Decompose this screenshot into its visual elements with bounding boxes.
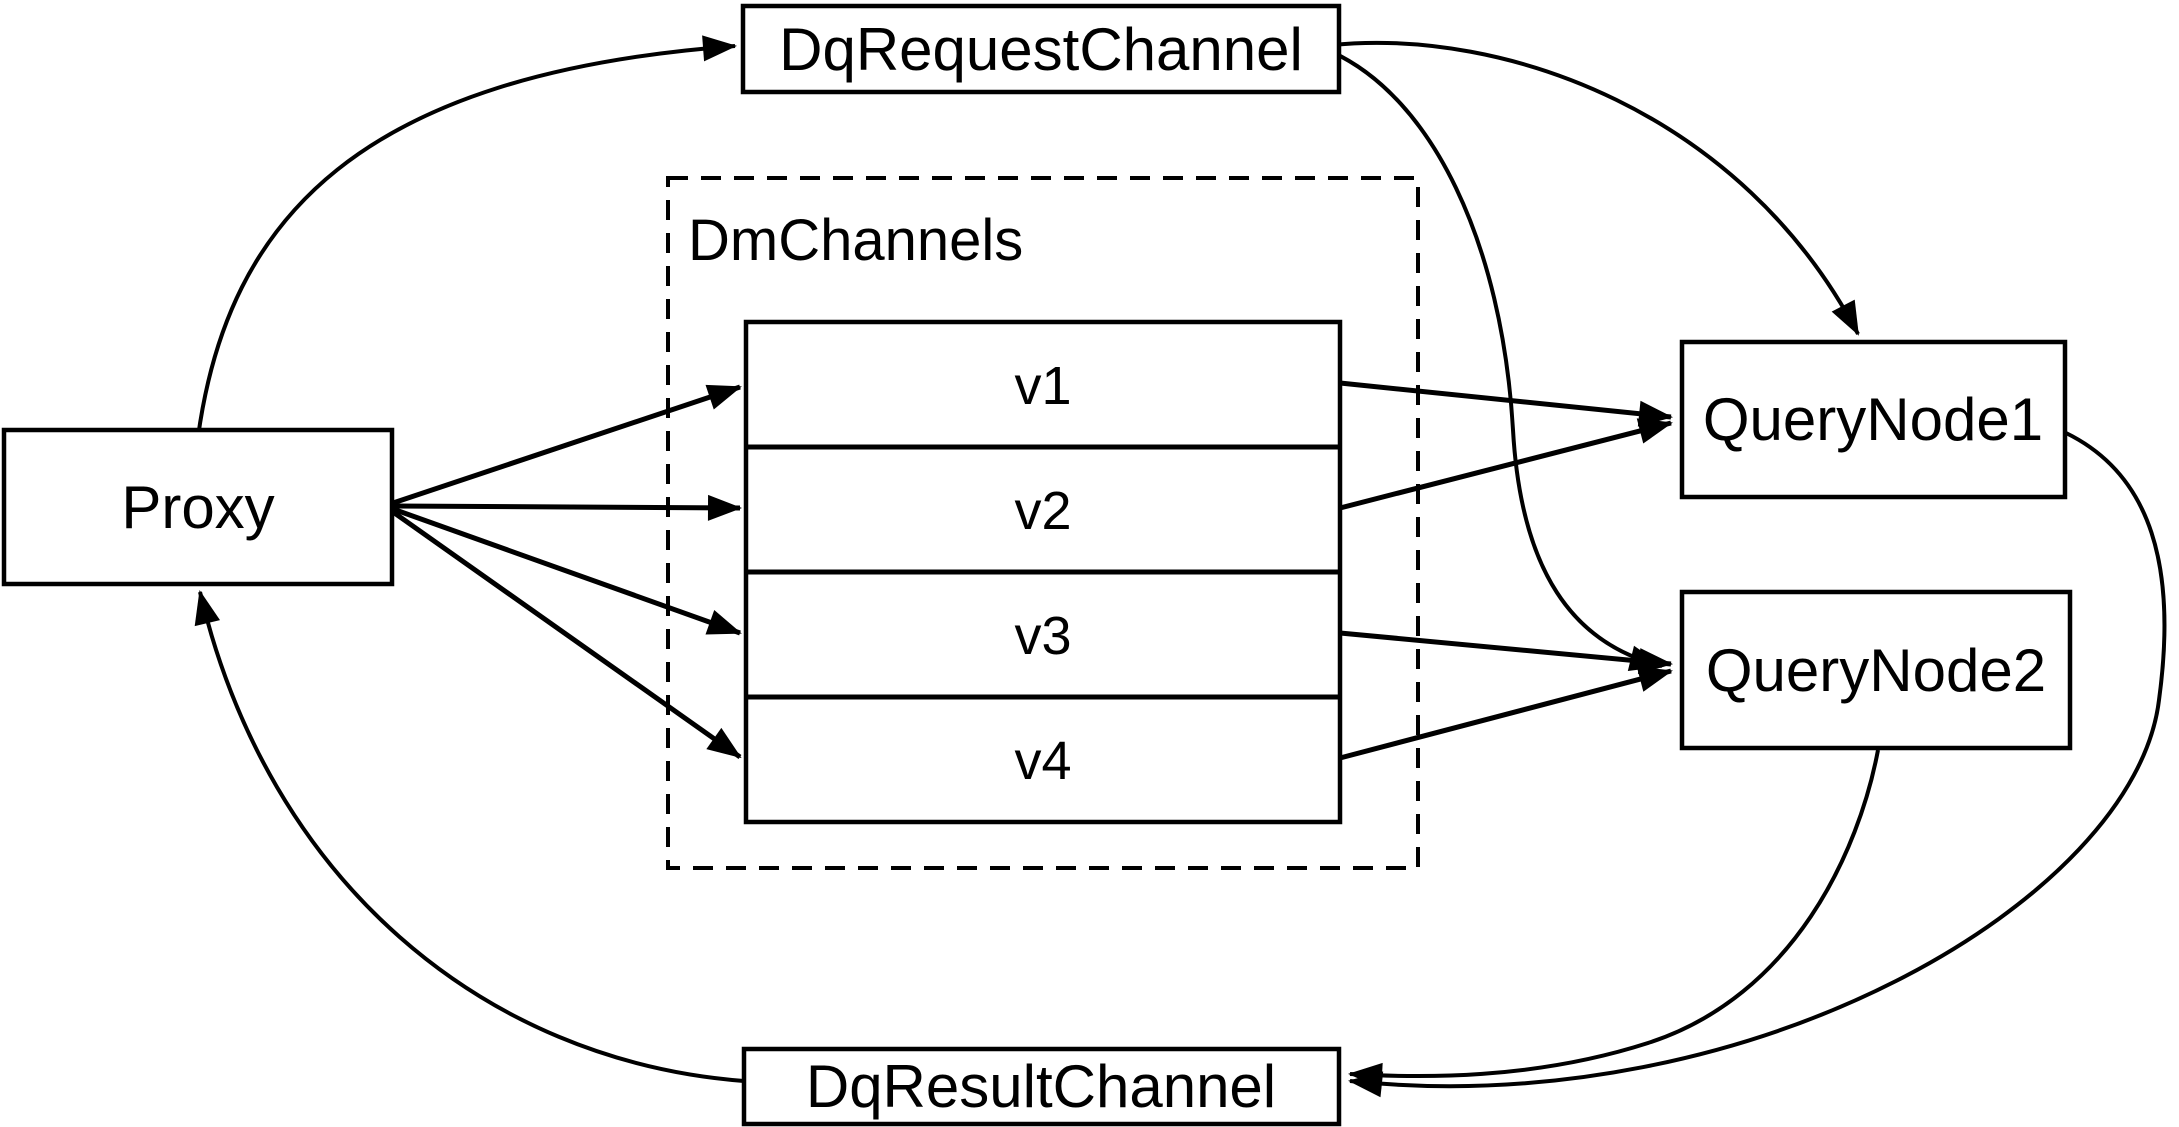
edge-dq-result-channel-to-proxy [194, 590, 745, 1083]
dq-result-channel-box [741, 1046, 1342, 1127]
channel-v2-label: v2 [1014, 481, 1071, 541]
edge-query-node-2-to-dq-result-channel [1348, 749, 1880, 1089]
channel-v4-label: v4 [1014, 731, 1071, 791]
edge-v3-to-query-node-2 [1339, 630, 1673, 674]
node-query-node-2: QueryNode2 [1679, 589, 2073, 751]
channel-stack: v1 v2 v3 v4 [743, 319, 1343, 825]
proxy-label: Proxy [121, 474, 274, 541]
dq-request-channel-label: DqRequestChannel [779, 16, 1303, 83]
edge-proxy-to-v4 [391, 509, 742, 760]
node-dq-result-channel: DqResultChannel [741, 1046, 1342, 1127]
edge-proxy-to-v2 [392, 494, 742, 521]
edge-proxy-to-v1 [392, 384, 742, 506]
channel-v3-label: v3 [1014, 606, 1071, 666]
dq-request-channel-box [740, 3, 1342, 95]
query-node-2-label: QueryNode2 [1706, 637, 2046, 704]
edge-dq-request-channel-to-query-node-1 [1331, 40, 1860, 336]
dq-result-channel-label: DqResultChannel [806, 1053, 1276, 1120]
edge-dq-request-channel-to-query-node-2 [1331, 50, 1664, 672]
edge-proxy-to-v3 [392, 506, 742, 636]
query-node-1-box [1679, 339, 2068, 500]
edge-proxy-to-dq-request-channel [196, 35, 737, 438]
edge-query-node-1-to-dq-result-channel [1348, 431, 2167, 1098]
node-proxy: Proxy [1, 427, 395, 587]
dm-channels-dashed-border [666, 176, 1420, 870]
query-node-2-box [1679, 589, 2073, 751]
edge-v2-to-query-node-1 [1339, 418, 1673, 511]
channel-v1-label: v1 [1014, 356, 1071, 416]
query-node-1-label: QueryNode1 [1703, 386, 2043, 453]
dm-channels-group: DmChannels [666, 176, 1420, 870]
dm-channels-group-label: DmChannels [688, 208, 1023, 273]
edge-v1-to-query-node-1 [1339, 380, 1673, 427]
edges [194, 35, 2167, 1098]
proxy-box [1, 427, 395, 587]
node-query-node-1: QueryNode1 [1679, 339, 2068, 500]
edge-v4-to-query-node-2 [1339, 666, 1673, 761]
node-dq-request-channel: DqRequestChannel [740, 3, 1342, 95]
